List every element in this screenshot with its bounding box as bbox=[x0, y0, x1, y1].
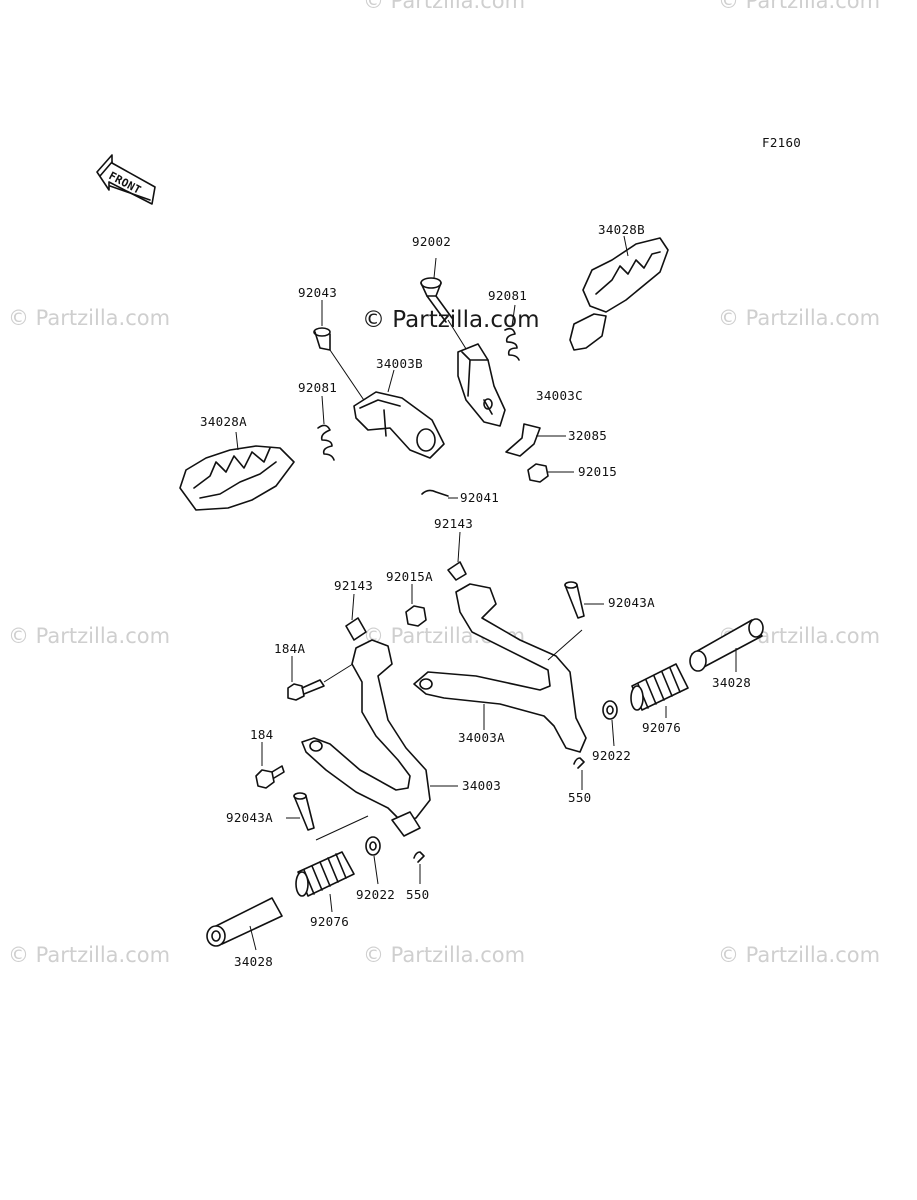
stay-34003 bbox=[301, 639, 458, 837]
spring-92081 bbox=[504, 304, 520, 361]
footpeg-34028B bbox=[569, 235, 669, 351]
watermark: © Partzilla.com bbox=[363, 943, 525, 967]
clip-92143 bbox=[447, 531, 467, 581]
footpeg-34028A bbox=[179, 431, 295, 511]
label-92041: 92041 bbox=[460, 490, 499, 505]
watermark-grid: © Partzilla.com © Partzilla.com © Partzi… bbox=[8, 0, 880, 967]
front-label: FRONT bbox=[107, 169, 144, 197]
label-34003B: 34003B bbox=[376, 356, 423, 371]
watermark: © Partzilla.com bbox=[718, 306, 880, 330]
label-34028A: 34028A bbox=[200, 414, 247, 429]
pin-92043A bbox=[286, 792, 369, 841]
pin-92043A bbox=[547, 581, 604, 661]
label-34003A: 34003A bbox=[458, 730, 505, 745]
label-92081: 92081 bbox=[298, 380, 337, 395]
nut-92015A bbox=[405, 584, 427, 627]
bolt-184A bbox=[287, 656, 357, 701]
nut-92015 bbox=[527, 463, 574, 483]
part-32085 bbox=[505, 423, 566, 457]
label-92143: 92143 bbox=[434, 516, 473, 531]
rubber-92076 bbox=[630, 663, 689, 718]
label-92015A: 92015A bbox=[386, 569, 433, 584]
label-34003: 34003 bbox=[462, 778, 501, 793]
label-92002: 92002 bbox=[412, 234, 451, 249]
label-34028B: 34028B bbox=[598, 222, 645, 237]
watermark: © Partzilla.com bbox=[718, 0, 880, 13]
bracket-34003B bbox=[353, 369, 445, 459]
watermark: © Partzilla.com bbox=[8, 624, 170, 648]
pin-92002 bbox=[420, 257, 469, 353]
label-34028: 34028 bbox=[234, 954, 273, 969]
label-550: 550 bbox=[568, 790, 591, 805]
label-34028: 34028 bbox=[712, 675, 751, 690]
label-184A: 184A bbox=[274, 641, 305, 656]
label-92076: 92076 bbox=[310, 914, 349, 929]
label-92022: 92022 bbox=[356, 887, 395, 902]
clip-92143 bbox=[345, 593, 367, 641]
label-184: 184 bbox=[250, 727, 273, 742]
watermark: © Partzilla.com bbox=[718, 943, 880, 967]
watermark: © Partzilla.com bbox=[8, 306, 170, 330]
cotter-pin-550 bbox=[573, 757, 585, 790]
label-92043: 92043 bbox=[298, 285, 337, 300]
washer-92022 bbox=[602, 700, 618, 747]
spring-92081 bbox=[317, 395, 335, 461]
label-32085: 32085 bbox=[568, 428, 607, 443]
label-92015: 92015 bbox=[578, 464, 617, 479]
watermark: © Partzilla.com bbox=[8, 943, 170, 967]
bracket-34003C bbox=[457, 343, 506, 427]
watermark: © Partzilla.com bbox=[363, 0, 525, 13]
bolt-184 bbox=[255, 742, 285, 789]
cotter-pin-92041 bbox=[421, 489, 458, 499]
stay-34003A bbox=[413, 583, 587, 753]
label-550: 550 bbox=[406, 887, 429, 902]
peg-34028 bbox=[689, 618, 764, 672]
part-labels: 92002 34028B 92043 92081 34003B 34003C 9… bbox=[200, 222, 751, 969]
label-92143: 92143 bbox=[334, 578, 373, 593]
label-34003C: 34003C bbox=[536, 388, 583, 403]
rubber-92076 bbox=[295, 851, 355, 913]
washer-92022 bbox=[365, 836, 381, 885]
cotter-pin-550 bbox=[413, 851, 425, 884]
label-92081: 92081 bbox=[488, 288, 527, 303]
label-92076: 92076 bbox=[642, 720, 681, 735]
front-arrow-icon: FRONT bbox=[96, 154, 156, 205]
figure-code: F2160 bbox=[762, 135, 801, 150]
peg-34028 bbox=[206, 897, 283, 951]
label-92043A: 92043A bbox=[608, 595, 655, 610]
label-92043A: 92043A bbox=[226, 810, 273, 825]
label-92022: 92022 bbox=[592, 748, 631, 763]
